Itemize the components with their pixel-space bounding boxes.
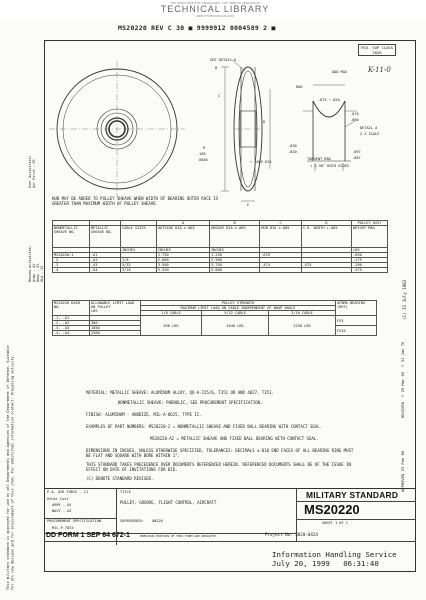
fed-sup-class-value: 3020 <box>372 50 382 55</box>
detail-a-view <box>303 84 357 171</box>
user-activities: User Activities: Air Force - 99 <box>28 155 36 188</box>
ms-number: MS20220 <box>304 502 360 517</box>
label-dim-b: B <box>215 66 218 70</box>
label-dim-097: .097 <box>352 150 361 154</box>
document-id-line: MS20220 REV C 30 ■ 9999912 0004589 2 ■ <box>118 24 276 32</box>
label-tangent-rad: TANGENT RAD <box>307 157 331 161</box>
label-dim-0005: .0005 <box>197 158 208 162</box>
superseded-value: AN220 <box>152 519 163 523</box>
label-detail-a-scale: 2 X SCALE <box>360 132 380 136</box>
table-units-row: INCHES INCHES INCHES LBS <box>52 247 388 253</box>
dimension-table: A B C D PULLEY ASSY NONMETALLIC SHEAVE N… <box>52 220 388 273</box>
label-dim-030: .030 <box>288 144 297 148</box>
ihs-stamp-line1: Information Handling Service <box>272 550 397 559</box>
label-add-max: ADD MAX <box>332 70 348 74</box>
hub-note: HUB MAY BE ADDED TO PULLEY SHEAVE WHEN W… <box>52 196 219 207</box>
material-note: MATERIAL: METALLIC SHEAVE: ALUMINUM ALLO… <box>86 390 274 395</box>
army-label: ARMY - AV <box>52 503 72 507</box>
revised-dates: REVISED △ 29 Mar 65 △ 31 Jan 76 <box>400 341 405 418</box>
label-see-detail-a: SEE DETAIL A <box>210 58 236 62</box>
library-logo: THE RESOURCE FOR STANDARDS, THE ABBOTT A… <box>150 1 280 18</box>
table-row: -4, -A4 2500 <box>52 330 377 336</box>
superseded-label: SUPERSEDED: <box>120 519 144 523</box>
label-concentricity: ⌖ .005 DIA <box>250 160 272 164</box>
project-number: Project No. 3020-0424 <box>265 532 318 537</box>
handwritten-note: K-11-0 <box>368 66 391 74</box>
revision-note: (C) DENOTE STANDARD REVISED. <box>86 476 154 481</box>
label-dim-060: .060 <box>350 118 359 122</box>
navy-label: NAVY - AS <box>52 509 72 513</box>
fed-sup-class-box: FED. SUP CLASS 3020 <box>358 44 397 56</box>
label-x30: ↑ X 30° BOTH SIDES <box>310 164 349 168</box>
dimensions-note: DIMENSIONS IN INCHES. UNLESS OTHERWISE S… <box>86 448 354 459</box>
label-dim-c: C <box>218 94 221 98</box>
label-rad: RAD <box>296 85 303 89</box>
table-header-row: NONMETALLIC SHEAVE NO. METALLIC SHEAVE N… <box>52 225 388 248</box>
table-row: -1, -A1 630 LBS 1040 LBS 1250 LBS FS4 <box>52 315 377 336</box>
examples-note-2: MS20220-A2 = METALLIC SHEAVE AND FIXED B… <box>150 436 319 441</box>
finish-note: FINISH: ALUMINUM - ANODIZE, MIL-A-8625, … <box>86 412 202 417</box>
label-dim-e: E <box>247 203 250 207</box>
logo-title: TECHNICAL LIBRARY <box>160 4 270 14</box>
label-detail-a: DETAIL A <box>360 126 378 130</box>
title-block <box>44 488 416 573</box>
header-bar <box>0 0 426 18</box>
label-dim-875: .875 −.020 <box>318 98 340 102</box>
other-cust-label: Other Cust <box>47 497 69 501</box>
military-standard-heading: MILITARY STANDARD <box>306 490 399 500</box>
part-title: PULLEY, GROOVE, FLIGHT CONTROL, AIRCRAFT <box>120 500 217 505</box>
pa-label: P.A. AIR FORCE - 11 <box>47 490 89 494</box>
sheet-number: SHEET 1 OF 1 <box>322 521 348 525</box>
title-label: TITLE <box>120 490 131 494</box>
approved-date: APPROVED 23 Feb 60 <box>400 450 405 492</box>
pulley-front-view <box>49 61 185 197</box>
procurement-label: PROCUREMENT SPECIFICATION <box>47 519 102 523</box>
copyright-date: (C) 31 July 1982 <box>402 279 407 320</box>
logo-tagline: THE RESOURCE FOR STANDARDS, THE ABBOTT A… <box>170 1 260 5</box>
table-row: A B C D PULLEY ASSY <box>52 220 388 226</box>
label-dim-087: .087 <box>352 156 361 160</box>
fed-sup-class-label: FED. SUP CLASS <box>361 45 394 50</box>
examples-note: EXAMPLES OF PART NUMBERS: MS20220-2 = NO… <box>86 424 323 429</box>
drawing-frame <box>44 40 416 572</box>
previous-edition-note: PREVIOUS EDITION OF THIS FORM ARE OBSOLE… <box>140 534 218 538</box>
pulley-drawing <box>49 58 357 202</box>
label-dim-020: .020 <box>288 150 297 154</box>
precedence-note: THIS STANDARD TAKES PRECEDENCE OVER DOCU… <box>86 462 351 473</box>
label-dim-r: R <box>203 146 206 150</box>
material-note-2: NONMETALLIC SHEAVE: PHENOLIC, SEE PROCUR… <box>118 400 263 405</box>
strength-table: MS20220 DASH NO. ALLOWABLE LIMIT LOAD ON… <box>52 300 377 336</box>
procurement-value: MIL-P-7034 <box>52 526 74 530</box>
pulley-side-view <box>221 58 271 202</box>
label-dim-076: .076 <box>350 112 359 116</box>
dd-form: DD FORM 1 SEP 64 672-1 <box>46 532 130 539</box>
label-dim-185: .185 <box>197 152 206 156</box>
logo-url: ABBOTTAEROSPACE.COM <box>196 14 234 18</box>
label-dim-d: D <box>263 120 266 124</box>
approval-notice: This military standard is approved for u… <box>6 345 15 591</box>
review-activities: Review activities: Army - AV Navy - OS D… <box>28 245 44 282</box>
ihs-stamp-line2: July 20, 1999 06:31:40 <box>272 559 379 568</box>
